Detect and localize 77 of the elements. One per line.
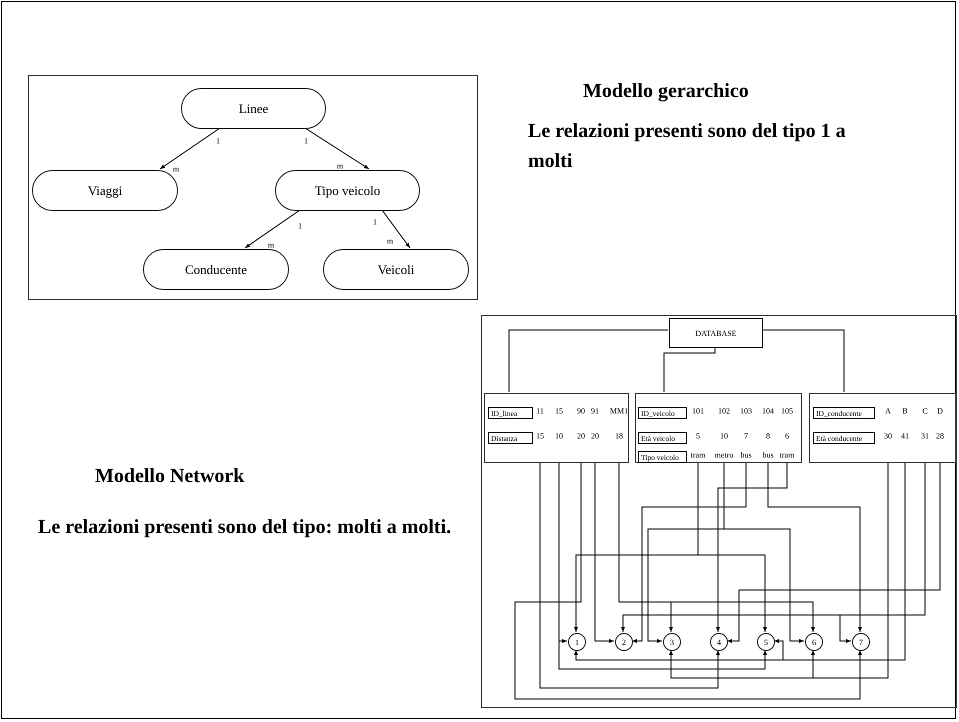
panel-frame <box>481 315 957 708</box>
table-value: 20 <box>577 432 585 440</box>
entity-pill: Conducente <box>143 249 289 290</box>
database-box: DATABASE <box>669 318 763 348</box>
cardinality-label: 1 <box>304 136 308 146</box>
numbered-circle: 5 <box>757 633 775 651</box>
table-value: tram <box>690 450 706 460</box>
table-value: 30 <box>884 432 892 440</box>
cardinality-label: m <box>268 240 274 250</box>
table-value: 31 <box>921 432 929 440</box>
entity-pill: Veicoli <box>323 249 469 290</box>
numbered-circle: 2 <box>615 633 633 651</box>
table-value: 105 <box>781 406 793 416</box>
connector-arrow <box>768 462 862 632</box>
table-value: 10 <box>555 432 563 440</box>
numbered-circle: 3 <box>663 633 681 651</box>
connector-arrow <box>811 462 888 678</box>
table-value: bus <box>740 450 752 460</box>
table-value: 90 <box>577 406 585 416</box>
entity-pill: Viaggi <box>32 170 178 211</box>
table-value: MM1 <box>610 406 628 416</box>
table-value: C <box>922 406 928 416</box>
table-value: D <box>937 406 943 416</box>
table-value: 7 <box>744 432 748 440</box>
table-value: metro <box>714 450 734 460</box>
connector-arrow <box>160 128 220 170</box>
connector-arrow <box>716 462 788 632</box>
connector-arrow <box>594 462 614 643</box>
table-box <box>809 393 956 463</box>
numbered-circle: 7 <box>852 633 870 651</box>
table-value: 15 <box>536 432 544 440</box>
heading: Modello Network <box>95 464 246 489</box>
connector-arrow <box>244 210 300 248</box>
connector-arrow <box>514 462 862 700</box>
cardinality-label: 1 <box>373 218 377 226</box>
entity-pill: Linee <box>181 88 326 129</box>
table-value: 6 <box>785 432 789 440</box>
entity-pill: Tipo veicolo <box>275 170 420 211</box>
table-value: 101 <box>692 406 704 416</box>
description-text: Le relazioni presenti sono del tipo 1 a molti <box>528 119 847 174</box>
connector-arrow <box>304 128 370 170</box>
heading: Modello gerarchico <box>583 79 750 104</box>
table-value: B <box>902 406 908 416</box>
table-value: bus <box>762 450 774 460</box>
table-value: 8 <box>766 432 770 440</box>
table-value: 91 <box>591 406 599 416</box>
table-value: tram <box>780 450 794 460</box>
connector-arrow <box>840 462 926 643</box>
table-value: A <box>885 406 891 416</box>
table-value: 41 <box>901 432 909 440</box>
connector-arrow <box>698 462 767 632</box>
connector-arrow <box>540 462 720 688</box>
table-value: 104 <box>762 406 774 416</box>
table-value: 11 <box>536 406 544 416</box>
connector-arrow <box>726 462 940 643</box>
numbered-circle: 1 <box>568 633 586 651</box>
table-box <box>635 393 802 463</box>
description-text: Le relazioni presenti sono del tipo: molti a molti. <box>38 515 452 540</box>
table-value: 102 <box>718 406 730 416</box>
table-value: 10 <box>720 432 728 440</box>
table-box <box>484 393 629 463</box>
table-value: 28 <box>936 432 944 440</box>
connector-arrow <box>382 210 410 248</box>
table-value: 15 <box>555 406 563 416</box>
table-value: 20 <box>591 432 599 440</box>
connector-arrow <box>724 462 804 643</box>
table-value: 5 <box>696 432 700 440</box>
cardinality-label: 1 <box>298 222 302 230</box>
table-value: 103 <box>740 406 752 416</box>
cardinality-label: m <box>336 162 344 170</box>
numbered-circle: 4 <box>710 633 728 651</box>
table-value: 18 <box>615 432 623 440</box>
cardinality-label: 1 <box>216 136 220 146</box>
numbered-circle: 6 <box>805 633 823 651</box>
cardinality-label: m <box>386 236 394 246</box>
connector-arrow <box>632 462 746 643</box>
panel-frame <box>28 75 478 300</box>
